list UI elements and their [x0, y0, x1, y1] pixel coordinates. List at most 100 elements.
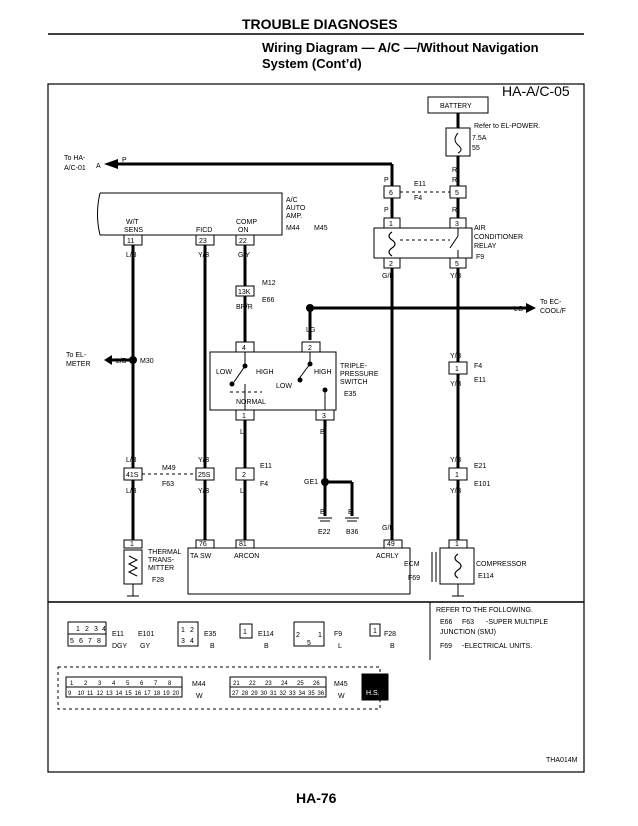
svg-text:Y/B: Y/B: [198, 457, 210, 464]
fuse-amps: 7.5A: [472, 135, 487, 142]
diagram-code: HA-A/C-05: [502, 83, 570, 99]
svg-text:LG: LG: [514, 306, 523, 313]
svg-text:SENS: SENS: [124, 227, 143, 234]
figure-code: THA014M: [546, 757, 578, 764]
svg-text:GE1: GE1: [304, 479, 318, 486]
compressor-label: COMPRESSOR: [476, 561, 527, 568]
svg-text:ON: ON: [238, 227, 249, 234]
connector-pin-label: 14: [116, 691, 123, 697]
svg-text:2: 2: [190, 627, 194, 634]
svg-text:NORMAL: NORMAL: [236, 399, 266, 406]
amp-box: [100, 192, 283, 236]
svg-text:M30: M30: [140, 358, 154, 365]
svg-text:2: 2: [389, 261, 393, 268]
connector-pin-label: 35: [308, 691, 315, 697]
svg-text:ACRLY: ACRLY: [376, 553, 399, 560]
svg-text:B: B: [210, 643, 215, 650]
svg-text:5: 5: [455, 261, 459, 268]
svg-text:B36: B36: [346, 529, 359, 536]
svg-text:LG: LG: [306, 327, 315, 334]
svg-text:LOW: LOW: [216, 369, 232, 376]
svg-text:-SUPER MULTIPLE: -SUPER MULTIPLE: [486, 619, 548, 626]
svg-text:25S: 25S: [198, 472, 211, 479]
connector-pin-label: 12: [97, 691, 104, 697]
svg-text:L/B: L/B: [126, 488, 137, 495]
svg-text:LOW: LOW: [276, 383, 292, 390]
svg-text:Y/B: Y/B: [450, 488, 462, 495]
svg-text:L/B: L/B: [116, 358, 127, 365]
connector-pin-label: 16: [135, 691, 142, 697]
amp-label: A/C: [286, 197, 298, 204]
connector-pin-label: 21: [233, 681, 240, 687]
connector-pin-label: 22: [249, 681, 256, 687]
connector-pin-label: 24: [281, 681, 288, 687]
ecm-label: ECM: [404, 561, 420, 568]
svg-text:L/B: L/B: [126, 457, 137, 464]
svg-text:B: B: [320, 509, 325, 516]
svg-text:AMP.: AMP.: [286, 213, 302, 220]
svg-text:W: W: [338, 693, 345, 700]
svg-text:GY: GY: [140, 643, 150, 650]
svg-text:P: P: [384, 207, 389, 214]
hs-badge: [361, 673, 389, 701]
relay-box: [373, 227, 473, 259]
tps-box: [209, 351, 337, 411]
svg-text:AUTO: AUTO: [286, 205, 306, 212]
svg-text:81: 81: [239, 541, 247, 548]
connector-pin-label: 17: [144, 691, 151, 697]
svg-text:4: 4: [102, 626, 106, 633]
svg-text:E66: E66: [262, 297, 275, 304]
svg-text:G/Y: G/Y: [238, 252, 250, 259]
svg-text:13K: 13K: [238, 289, 251, 296]
svg-text:ARCON: ARCON: [234, 553, 259, 560]
connector-pin-label: 3: [98, 681, 102, 687]
fuse-number: 55: [472, 145, 480, 152]
svg-text:22: 22: [239, 238, 247, 245]
svg-text:G/B: G/B: [382, 525, 394, 532]
connector-pin-label: 7: [154, 681, 158, 687]
svg-text:L: L: [338, 643, 342, 650]
svg-text:P: P: [122, 157, 127, 164]
svg-text:5: 5: [70, 638, 74, 645]
svg-text:2: 2: [308, 345, 312, 352]
svg-text:H.S.: H.S.: [366, 690, 380, 697]
connector-pin-label: 1: [70, 681, 74, 687]
svg-text:1: 1: [181, 627, 185, 634]
svg-text:R: R: [452, 207, 457, 214]
svg-text:49: 49: [387, 541, 395, 548]
svg-text:6: 6: [389, 190, 393, 197]
diagram-title-line2: System (Cont’d): [262, 56, 362, 71]
svg-text:7: 7: [88, 638, 92, 645]
svg-text:L: L: [240, 488, 244, 495]
svg-text:A/C-01: A/C-01: [64, 165, 86, 172]
svg-text:1: 1: [455, 541, 459, 548]
svg-text:CONDITIONER: CONDITIONER: [474, 234, 523, 241]
to-ha: To HA-: [64, 155, 86, 162]
svg-text:3: 3: [94, 626, 98, 633]
svg-text:E114: E114: [478, 573, 494, 580]
svg-text:1: 1: [243, 629, 247, 636]
svg-text:8: 8: [97, 638, 101, 645]
svg-text:TRANS-: TRANS-: [148, 557, 175, 564]
connector-pin-label: 11: [87, 691, 94, 697]
connector-pin-label: 30: [261, 691, 268, 697]
ecm-box: [187, 547, 411, 595]
svg-text:76: 76: [199, 541, 207, 548]
svg-text:M45: M45: [334, 681, 348, 688]
svg-text:4: 4: [190, 638, 194, 645]
svg-text:P: P: [384, 177, 389, 184]
svg-text:4: 4: [242, 345, 246, 352]
svg-text:F4: F4: [414, 195, 422, 202]
svg-text:E101: E101: [474, 481, 490, 488]
connector-pin-label: 6: [140, 681, 144, 687]
connector-pin-label: 25: [297, 681, 304, 687]
svg-text:R: R: [452, 167, 457, 174]
connector-pin-label: 31: [270, 691, 277, 697]
thermal-transmitter: [123, 549, 143, 585]
svg-text:3: 3: [455, 221, 459, 228]
svg-text:B: B: [390, 643, 395, 650]
svg-text:RELAY: RELAY: [474, 243, 497, 250]
svg-text:1: 1: [455, 366, 459, 373]
svg-text:F69: F69: [440, 643, 452, 650]
svg-text:M12: M12: [262, 280, 276, 287]
